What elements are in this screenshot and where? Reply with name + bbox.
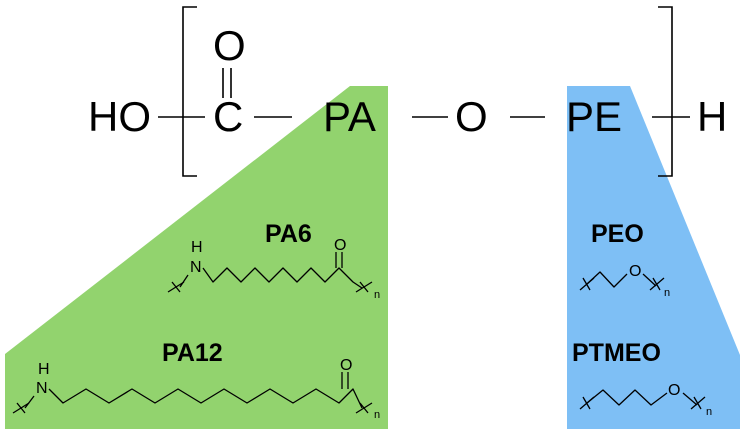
svg-text:O: O <box>340 357 352 374</box>
pa-segment-label: PA <box>323 93 376 140</box>
pe-block <box>567 86 740 429</box>
svg-text:O: O <box>668 382 680 399</box>
ptmeo-label: PTMEO <box>572 339 661 367</box>
left-bracket <box>182 6 197 177</box>
pa6-structure: H N O n <box>167 237 380 301</box>
svg-text:n: n <box>706 406 712 418</box>
svg-text:H: H <box>191 239 203 256</box>
pe-segment-label: PE <box>566 93 622 140</box>
ho-group: HO <box>88 93 151 140</box>
pa12-structure: H N O n <box>12 357 380 421</box>
svg-text:O: O <box>629 263 641 280</box>
carbonyl-oxygen: O <box>213 22 246 69</box>
peo-label: PEO <box>591 220 644 248</box>
svg-text:O: O <box>334 237 346 254</box>
right-bracket <box>658 6 673 177</box>
svg-text:n: n <box>374 289 380 301</box>
ptmeo-structure: O n <box>579 382 712 418</box>
ether-oxygen: O <box>455 93 488 140</box>
pa-block <box>5 86 388 429</box>
svg-text:n: n <box>664 287 670 299</box>
svg-text:H: H <box>38 361 50 378</box>
pa12-label: PA12 <box>162 339 223 367</box>
terminal-hydrogen: H <box>697 93 727 140</box>
svg-text:N: N <box>190 259 202 276</box>
svg-text:n: n <box>374 409 380 421</box>
peo-structure: O n <box>579 263 670 299</box>
carbonyl-carbon: C <box>213 93 243 140</box>
pa6-label: PA6 <box>265 220 312 248</box>
svg-text:N: N <box>36 380 48 397</box>
